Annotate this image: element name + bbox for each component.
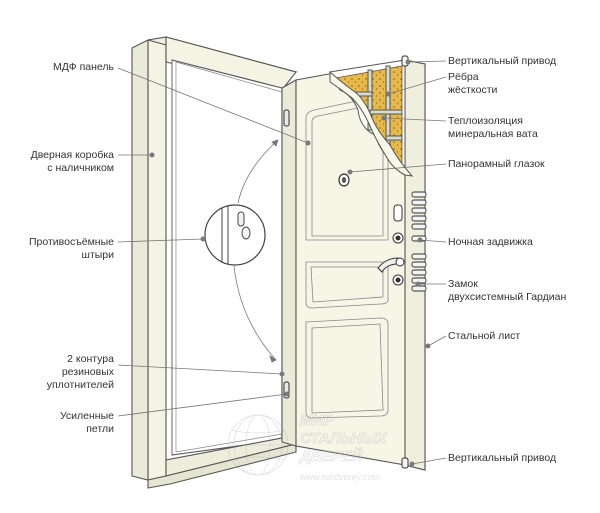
label-steel-sheet: Стальной лист — [448, 330, 521, 342]
svg-text:СТАЛЬНЫХ: СТАЛЬНЫХ — [300, 430, 388, 447]
leader-dot-steel-sheet — [425, 343, 431, 349]
label-thermal-insulation: Теплоизоляция минеральная вата — [448, 115, 538, 140]
hinges — [283, 109, 290, 399]
leader-mdf-panel — [117, 67, 309, 144]
leader-dot-anti-removal-pins — [200, 236, 206, 242]
pins-magnifier — [204, 204, 266, 266]
leader-vertical-drive-top — [407, 60, 447, 63]
label-lock: Замок двухсистемный Гардиан — [448, 278, 567, 303]
leader-dot-stiffening-ribs — [385, 91, 391, 97]
label-seal-contours: 2 контура резиновых уплотнителей — [46, 353, 114, 391]
leader-anti-removal-pins — [117, 238, 204, 243]
label-vertical-drive-bottom: Вертикальный привод — [448, 452, 557, 464]
cutaway — [329, 59, 414, 177]
leader-lines — [117, 59, 447, 467]
leader-stiffening-ribs — [387, 76, 447, 95]
label-panoramic-peephole: Панорамный глазок — [448, 158, 545, 170]
label-reinforced-hinges: Усиленные петли — [59, 410, 114, 435]
svg-text:ДВЕРЕЙ: ДВЕРЕЙ — [298, 447, 364, 465]
leader-seal-contours — [117, 364, 283, 375]
label-stiffening-ribs: Рёбра жёсткости — [448, 71, 498, 96]
leader-vertical-drive-bottom — [411, 457, 447, 465]
leader-panoramic-peephole — [349, 163, 447, 173]
label-anti-removal-pins: Противосъёмные штыри — [28, 236, 114, 261]
leader-steel-sheet — [427, 335, 447, 347]
watermark: МИР СТАЛЬНЫХ ДВЕРЕЙ www.mirdverey.com — [227, 412, 388, 482]
leader-dot-seal-contours — [279, 371, 285, 377]
leader-dot-panoramic-peephole — [347, 169, 353, 175]
svg-text:www.mirdverey.com: www.mirdverey.com — [300, 472, 380, 482]
label-mdf-panel: МДФ панель — [53, 61, 114, 73]
leader-reinforced-hinges — [117, 393, 288, 417]
peephole — [338, 173, 350, 187]
leader-dot-reinforced-hinges — [284, 391, 290, 397]
leader-dot-lock — [415, 281, 421, 287]
pins-arrows — [233, 139, 279, 363]
label-door-frame: Дверная коробка с наличником — [30, 149, 114, 174]
leader-dot-vertical-drive-bottom — [409, 461, 415, 467]
leader-dot-door-frame — [149, 152, 155, 158]
leader-dot-mdf-panel — [305, 140, 311, 146]
svg-text:МИР: МИР — [300, 412, 334, 429]
leader-dot-thermal-insulation — [381, 115, 387, 121]
label-vertical-drive-top: Вертикальный привод — [448, 55, 557, 67]
leader-thermal-insulation — [383, 117, 447, 122]
leader-night-latch — [419, 239, 447, 243]
label-night-latch: Ночная задвижка — [448, 236, 533, 248]
leader-dot-vertical-drive-top — [405, 59, 411, 65]
leader-dot-night-latch — [417, 237, 423, 243]
lock-hardware — [377, 204, 405, 286]
